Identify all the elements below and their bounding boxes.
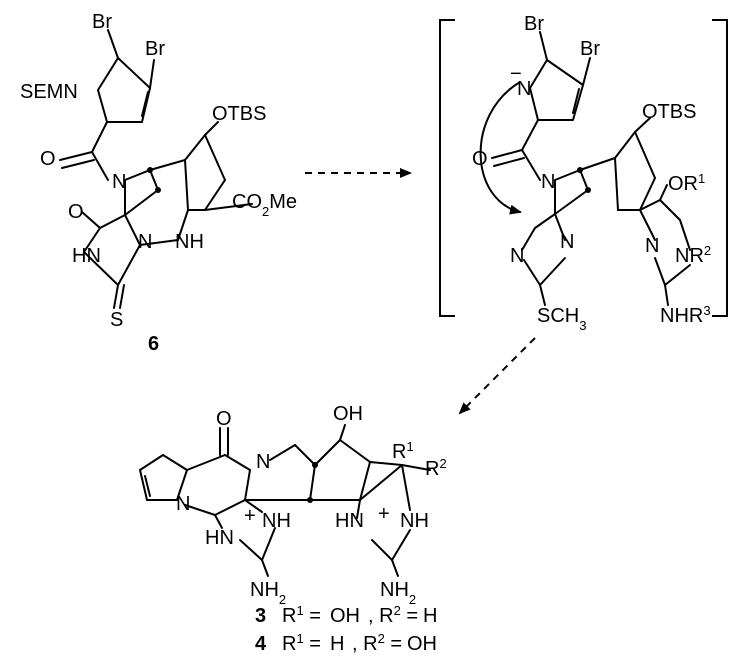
int-n1: N xyxy=(510,245,524,267)
prod-r2: R2 xyxy=(425,456,447,481)
prod-o: O xyxy=(216,408,232,430)
prod-nh2-1: NH2 xyxy=(250,579,286,607)
legend-4-r1-value: H xyxy=(330,633,344,655)
reaction-arrow-2 xyxy=(458,337,536,415)
int-charge: − xyxy=(510,63,522,85)
c6-ring-o: O xyxy=(68,201,84,223)
c6-amide-o: O xyxy=(40,148,56,170)
prod-plus2: + xyxy=(378,503,390,525)
legend-3-r2-label: , R2 = xyxy=(368,603,418,628)
c6-hn: HN xyxy=(72,245,101,267)
c6-sem-n: SEMN xyxy=(20,81,78,103)
legend-4-r2-value: OH xyxy=(407,633,437,655)
compound-6-label: 6 xyxy=(148,333,159,355)
prod-plus1: + xyxy=(244,505,256,527)
int-or1: OR1 xyxy=(668,171,705,196)
legend-row-3: 3 R1 = OH , R2 = H xyxy=(255,603,437,628)
c6-pyrrolidine-n: N xyxy=(112,171,126,193)
legend-4-num: 4 xyxy=(255,633,267,655)
right-bracket xyxy=(712,19,728,317)
compound-6-structure xyxy=(59,29,253,309)
prod-n-pyrrole: N xyxy=(176,493,190,515)
c6-nh-right: NH xyxy=(175,231,204,253)
legend-4-r1-label: R1 = xyxy=(282,631,321,656)
intermediate-structure xyxy=(479,31,691,306)
prod-r1: R1 xyxy=(392,439,414,464)
int-n2: N xyxy=(560,231,574,253)
c6-ester: CO2Me xyxy=(232,191,297,219)
legend-4-r2-label: , R2 = xyxy=(352,631,402,656)
c6-s: S xyxy=(110,309,123,331)
left-bracket xyxy=(439,19,455,317)
int-nr2: NR2 xyxy=(675,243,711,268)
prod-hn1: HN xyxy=(205,527,234,549)
prod-nh1: NH xyxy=(262,510,291,532)
prod-oh: OH xyxy=(333,403,363,425)
prod-nh2: NH xyxy=(400,510,429,532)
int-otbs: OTBS xyxy=(642,101,696,123)
legend-3-r2-value: H xyxy=(423,605,437,627)
prod-n-amide: N xyxy=(256,451,270,473)
prod-nh2-2: NH2 xyxy=(380,579,416,607)
product-structure xyxy=(139,424,431,577)
int-amide-o: O xyxy=(472,148,488,170)
c6-br2: Br xyxy=(145,38,165,60)
int-sch3: SCH3 xyxy=(537,305,586,333)
int-pyrrolidine-n: N xyxy=(541,171,555,193)
legend-3-r1-label: R1 = xyxy=(282,603,321,628)
c6-br1: Br xyxy=(92,11,112,33)
int-br2: Br xyxy=(580,38,600,60)
c6-otbs: OTBS xyxy=(212,103,266,125)
legend-row-4: 4 R1 = H , R2 = OH xyxy=(255,631,437,656)
int-n3: N xyxy=(645,235,659,257)
int-br1: Br xyxy=(524,13,544,35)
int-nhr3: NHR3 xyxy=(660,303,711,328)
legend-3-num: 3 xyxy=(255,605,266,627)
int-anion-n: N xyxy=(517,78,531,100)
c6-n-a: N xyxy=(138,231,152,253)
prod-hn2: HN xyxy=(335,510,364,532)
legend-3-r1-value: OH xyxy=(330,605,360,627)
